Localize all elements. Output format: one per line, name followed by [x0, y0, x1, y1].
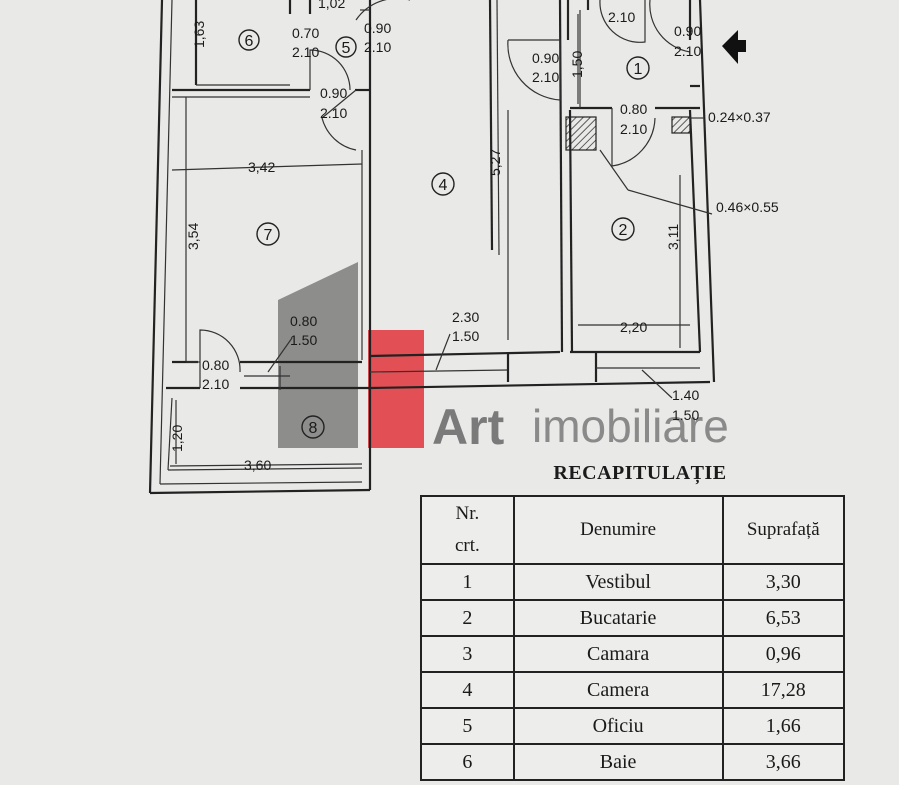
row-area: 6,53: [721, 599, 846, 637]
table-row: 1 Vestibul 3,30: [420, 563, 846, 601]
watermark-brand: Art: [432, 399, 505, 455]
row-name: Camara: [512, 635, 724, 673]
dim-0-70: 0.70: [292, 25, 319, 41]
header-nr-line1: Nr.: [455, 503, 480, 524]
row-name: Baie: [512, 743, 724, 781]
dim-1-63: 1,63: [191, 21, 207, 48]
dim-0-24x0-37: 0.24×0.37: [708, 109, 771, 125]
recap-section: RECAPITULAȚIE Nr. crt. Denumire Suprafaț…: [420, 462, 860, 781]
dim-0-80-c: 0.80: [620, 101, 647, 117]
room-4-marker: 4: [431, 172, 455, 196]
table-row: 3 Camara 0,96: [420, 635, 846, 673]
dim-2-10-b: 2.10: [364, 39, 391, 55]
watermark: Art imobiliare: [278, 262, 729, 455]
row-area: 17,28: [721, 671, 846, 709]
svg-text:1: 1: [634, 61, 643, 78]
table-row: 6 Baie 3,66: [420, 743, 846, 781]
watermark-red-block: [368, 330, 424, 448]
table-row: 2 Bucatarie 6,53: [420, 599, 846, 637]
dim-1-50: 1,50: [569, 51, 585, 78]
dimension-labels: 1,63 1,02 0.70 2.10 0.90 2.10 0.90 2.10 …: [169, 0, 779, 473]
room-2-marker: 2: [611, 217, 635, 241]
dim-1-50-c: 1.50: [672, 407, 699, 423]
dim-0-90-b: 0.90: [320, 85, 347, 101]
dim-3-42: 3,42: [248, 159, 275, 175]
row-name: Camera: [512, 671, 724, 709]
dim-0-90-c: 0.90: [532, 50, 559, 66]
dim-2-10-a: 2.10: [292, 44, 319, 60]
recap-title: RECAPITULAȚIE: [553, 462, 727, 484]
header-area: Suprafață: [721, 495, 846, 565]
recap-table: Nr. crt. Denumire Suprafață 1 Vestibul 3…: [420, 495, 846, 781]
row-area: 3,66: [721, 743, 846, 781]
row-name: Oficiu: [512, 707, 724, 745]
dim-2-10-g: 2.10: [620, 121, 647, 137]
dim-2-10-d: 2.10: [202, 376, 229, 392]
dim-2-10-top: 2.10: [608, 9, 635, 25]
dim-0-90-d: 0.90: [674, 23, 701, 39]
dim-3-60: 3,60: [244, 457, 271, 473]
header-name: Denumire: [512, 495, 724, 565]
dim-1-20: 1,20: [169, 425, 185, 452]
svg-text:6: 6: [245, 33, 254, 50]
room-6-marker: 6: [238, 29, 260, 51]
row-area: 3,30: [721, 563, 846, 601]
duct-large: [565, 116, 597, 151]
dim-1-50-a: 1.50: [290, 332, 317, 348]
doors: [199, 0, 691, 388]
room-1-marker: 1: [626, 56, 650, 80]
row-area: 0,96: [721, 635, 846, 673]
room-7-marker: 7: [256, 222, 280, 246]
svg-text:7: 7: [264, 227, 273, 244]
svg-text:4: 4: [439, 177, 448, 194]
row-area: 1,66: [721, 707, 846, 745]
dim-0-46x0-55: 0.46×0.55: [716, 199, 779, 215]
dim-3-54: 3,54: [185, 223, 201, 250]
dim-2-10-c: 2.10: [320, 105, 347, 121]
dim-1-40: 1.40: [672, 387, 699, 403]
room-numbers: 6 5 7 8 4 1 2: [238, 29, 650, 439]
row-nr: 2: [420, 599, 515, 637]
dim-1-02: 1,02: [318, 0, 345, 11]
table-row: 4 Camera 17,28: [420, 671, 846, 709]
row-nr: 1: [420, 563, 515, 601]
svg-text:5: 5: [342, 40, 351, 57]
row-nr: 5: [420, 707, 515, 745]
header-nr-line2: crt.: [454, 535, 480, 556]
room-5-marker: 5: [335, 36, 357, 58]
dim-2-10-e: 2.10: [532, 69, 559, 85]
row-nr: 4: [420, 671, 515, 709]
recap-header-row: Nr. crt. Denumire Suprafață: [420, 495, 846, 565]
row-nr: 6: [420, 743, 515, 781]
dim-0-80-b: 0.80: [202, 357, 229, 373]
walls: [148, 0, 716, 495]
dim-0-80-a: 0.80: [290, 313, 317, 329]
dim-2-20: 2,20: [620, 319, 647, 335]
watermark-grey-block: [278, 262, 358, 448]
row-name: Bucatarie: [512, 599, 724, 637]
duct-small: [671, 116, 691, 134]
dim-5-27: 5,27: [487, 149, 503, 176]
dim-2-30: 2.30: [452, 309, 479, 325]
watermark-suffix: imobiliare: [532, 400, 729, 452]
svg-text:8: 8: [309, 420, 318, 437]
row-nr: 3: [420, 635, 515, 673]
entry-arrow-icon: [722, 30, 746, 64]
header-nr: Nr. crt.: [420, 495, 515, 565]
dimension-lines: [169, 14, 690, 467]
dim-2-10-f: 2.10: [674, 43, 701, 59]
dim-1-50-b: 1.50: [452, 328, 479, 344]
table-row: 5 Oficiu 1,66: [420, 707, 846, 745]
dim-0-90-a: 0.90: [364, 20, 391, 36]
svg-text:2: 2: [619, 222, 628, 239]
room-8-marker: 8: [301, 415, 325, 439]
row-name: Vestibul: [512, 563, 724, 601]
dim-3-11: 3,11: [665, 224, 681, 250]
